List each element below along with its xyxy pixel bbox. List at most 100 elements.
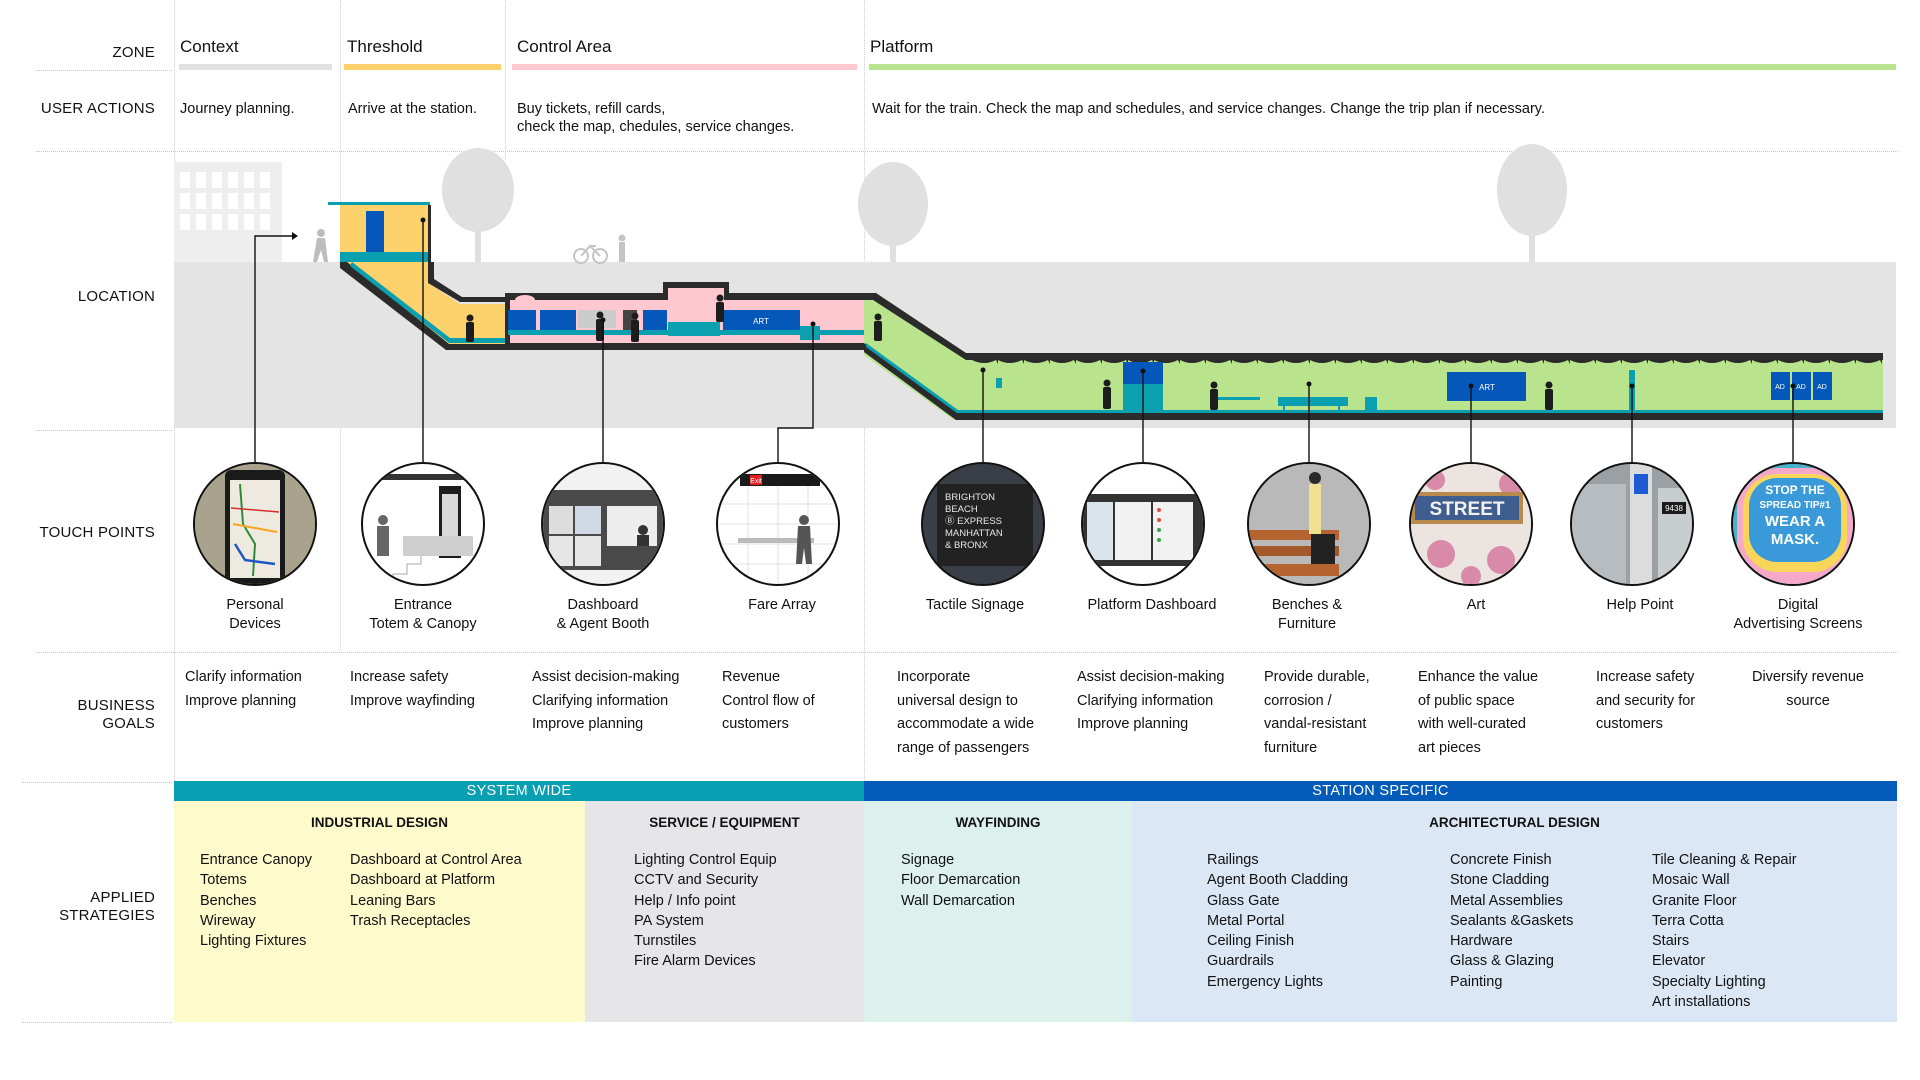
touch-point-image-help-point[interactable]: 9438 <box>1570 462 1694 586</box>
ceiling-vault <box>1596 360 1622 364</box>
bicycle-icon <box>573 244 608 264</box>
strategy-item: Lighting Fixtures <box>200 933 307 950</box>
ceiling-vault <box>1232 360 1258 364</box>
ad-text-line: WEAR A <box>1765 513 1825 530</box>
bench <box>1278 397 1348 411</box>
strategy-item: Fire Alarm Devices <box>634 953 756 970</box>
business-goal-benches: Provide durable,corrosion /vandal-resist… <box>1264 666 1370 760</box>
strategy-item: Railings <box>1207 852 1259 868</box>
advertising-screen-icon: STOP THE SPREAD TIP#1 WEAR A MASK. <box>1733 464 1853 584</box>
touch-point-image-tactile-signage[interactable]: BRIGHTON BEACH Ⓑ EXPRESS MANHATTAN & BRO… <box>921 462 1045 586</box>
dashboard-booth-icon <box>543 464 663 584</box>
smartphone-map-icon <box>195 464 315 584</box>
touch-point-image-entrance-totem[interactable] <box>361 462 485 586</box>
strategy-item: Specialty Lighting <box>1652 973 1766 990</box>
ceiling-vault <box>1076 360 1102 364</box>
business-goal-line: Increase safety <box>350 669 449 685</box>
touch-point-image-personal-devices[interactable] <box>193 462 317 586</box>
heading-industrial-design: INDUSTRIAL DESIGN <box>310 815 448 830</box>
strategy-item: PA System <box>634 912 704 929</box>
strategy-item: Metal Portal <box>1207 912 1285 929</box>
leader-personal-devices <box>254 235 292 462</box>
touch-point-image-platform-dashboard[interactable] <box>1081 462 1205 586</box>
touch-point-benches: Benches &Furniture <box>1207 596 1407 634</box>
touch-point-label: Personal <box>226 597 284 613</box>
business-goal-line: Revenue <box>722 669 781 685</box>
touch-point-platform-dashboard: Platform Dashboard <box>1052 596 1252 615</box>
ceiling-vault <box>998 360 1024 364</box>
row-label-business-goals-line1: BUSINESS <box>77 697 155 714</box>
business-goal-line: art pieces <box>1418 739 1481 756</box>
ceiling-vault <box>1310 360 1336 364</box>
ceiling-vault <box>1674 360 1700 364</box>
platform-ceiling-vaults <box>972 360 1882 364</box>
station-section-diagram: ART ART <box>174 144 1896 462</box>
business-goal-line: Improve planning <box>1077 716 1189 732</box>
ad-text-line: STOP THE <box>1765 483 1825 497</box>
platform-level <box>966 353 1883 420</box>
strategy-item: Concrete Finish <box>1450 852 1552 868</box>
strategy-item: Totems <box>200 872 247 889</box>
tactile-sign-marker <box>996 378 1002 388</box>
touch-point-image-advertising[interactable]: STOP THE SPREAD TIP#1 WEAR A MASK. <box>1731 462 1855 586</box>
ceiling-vault <box>1206 360 1232 364</box>
tactile-sign-line: BRIGHTON <box>945 492 995 503</box>
train-number: 9438 <box>1665 504 1683 513</box>
touch-point-label: Platform Dashboard <box>1087 597 1217 613</box>
strategy-item: Entrance Canopy <box>200 852 313 868</box>
ceiling-vault <box>1180 360 1206 364</box>
touch-point-label: Art <box>1466 597 1486 613</box>
arrow-head-icon <box>292 232 298 240</box>
business-goal-line: Assist decision-making <box>1077 669 1225 685</box>
business-goal-line: furniture <box>1264 739 1318 756</box>
user-action-platform: Wait for the train. Check the map and sc… <box>872 101 1546 117</box>
strategy-item: Painting <box>1450 973 1503 990</box>
leader-fare-array <box>777 324 814 462</box>
business-goal-line: vandal-resistant <box>1264 716 1367 732</box>
ceiling-vault <box>1752 360 1778 364</box>
row-label-applied-strategies-line2: STRATEGIES <box>59 907 155 924</box>
touch-point-image-benches[interactable] <box>1247 462 1371 586</box>
row-divider-strategies <box>22 1022 172 1023</box>
pedestrian-icon <box>618 234 626 262</box>
business-goal-line: source <box>1786 692 1830 709</box>
strategy-item: Metal Assemblies <box>1450 892 1563 909</box>
touch-point-image-fare-array[interactable]: Exit <box>716 462 840 586</box>
tree-icon <box>858 162 928 262</box>
strategy-item: Terra Cotta <box>1652 912 1724 929</box>
business-goal-line: range of passengers <box>897 739 1030 756</box>
ceiling-vault <box>1362 360 1388 364</box>
mosaic-art-icon: STREET <box>1411 464 1531 584</box>
ceiling-vault <box>1466 360 1492 364</box>
panel-architectural-design <box>1132 801 1897 1022</box>
row-label-touch-points: TOUCH POINTS <box>39 524 155 541</box>
ceiling-vault <box>1284 360 1310 364</box>
person-silhouette <box>1210 381 1218 410</box>
heading-architectural-design: ARCHITECTURAL DESIGN <box>1429 815 1600 830</box>
touch-point-label: Dashboard <box>567 597 639 613</box>
touch-point-image-art[interactable]: STREET <box>1409 462 1533 586</box>
art-panel-concourse <box>723 310 800 330</box>
strategy-item: Wireway <box>200 912 256 929</box>
zone-bar-context <box>179 64 332 70</box>
touch-point-label: Tactile Signage <box>925 597 1025 613</box>
tactile-sign-line: Ⓑ EXPRESS <box>945 516 1002 527</box>
touch-point-dashboard-booth: Dashboard& Agent Booth <box>503 596 703 634</box>
zone-title-context: Context <box>180 37 239 56</box>
strategy-item: Benches <box>200 892 257 909</box>
panel-service-equipment <box>585 801 864 1022</box>
column-divider-control-area <box>505 0 506 160</box>
business-goal-line: Provide durable, <box>1264 669 1370 685</box>
touch-point-image-dashboard-booth[interactable] <box>541 462 665 586</box>
stair-treads <box>350 262 508 343</box>
business-goal-line: Clarify information <box>185 669 302 685</box>
callout-dots <box>420 217 1796 389</box>
touch-point-label: Entrance <box>393 597 453 613</box>
ceiling-vault <box>1726 360 1752 364</box>
